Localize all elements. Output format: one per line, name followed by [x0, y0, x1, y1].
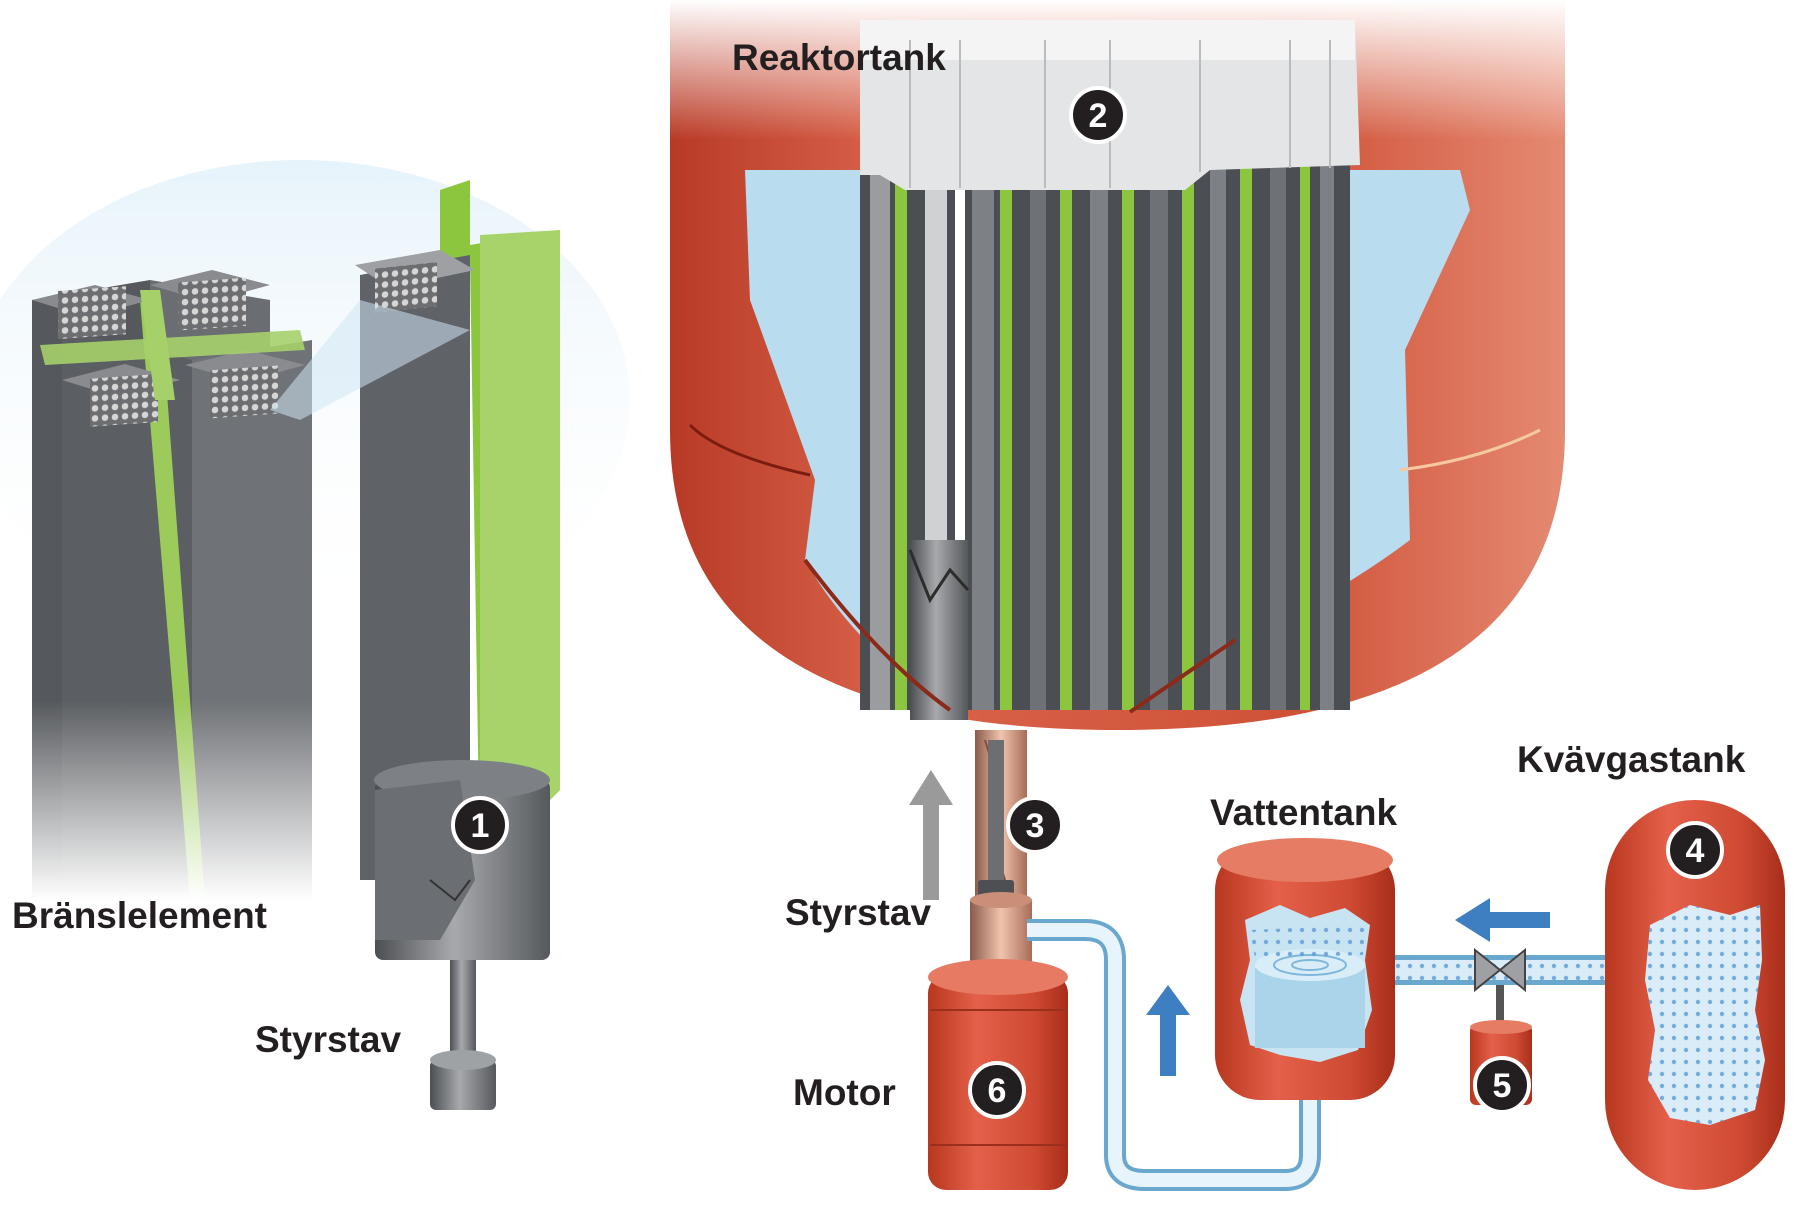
svg-text:1: 1	[471, 807, 490, 845]
svg-text:4: 4	[1686, 832, 1705, 870]
fuel-element-bundle	[20, 270, 340, 900]
svg-text:6: 6	[988, 1072, 1007, 1110]
svg-text:3: 3	[1026, 807, 1045, 845]
svg-text:5: 5	[1493, 1067, 1512, 1105]
marker-4: 4	[1666, 821, 1724, 879]
label-reactor-tank: Reaktortank	[732, 37, 946, 78]
label-water-tank: Vattentank	[1210, 792, 1398, 833]
nitrogen-tank	[1605, 800, 1785, 1190]
reactor-core	[860, 150, 1350, 720]
marker-1: 1	[451, 796, 509, 854]
marker-2: 2	[1069, 86, 1127, 144]
water-pipe	[1027, 919, 1321, 1191]
marker-5: 5	[1473, 1056, 1531, 1114]
label-fuel-element: Bränslelement	[12, 895, 267, 936]
marker-3: 3	[1006, 796, 1064, 854]
label-control-rod-left: Styrstav	[255, 1019, 401, 1060]
fuel-element-single	[270, 180, 560, 880]
control-rod-drive	[970, 730, 1032, 980]
label-nitrogen-tank: Kvävgastank	[1517, 739, 1746, 780]
valve	[1474, 947, 1526, 1025]
arrow-up-gray-icon	[909, 770, 953, 900]
label-motor: Motor	[793, 1072, 896, 1113]
arrow-up-blue-icon	[1146, 985, 1190, 1076]
svg-text:2: 2	[1089, 97, 1108, 135]
marker-6: 6	[968, 1061, 1026, 1119]
water-tank	[1215, 838, 1395, 1100]
arrow-left-blue-icon	[1455, 898, 1550, 942]
reactor-vessel	[660, 0, 1575, 730]
label-control-rod-right: Styrstav	[785, 892, 931, 933]
